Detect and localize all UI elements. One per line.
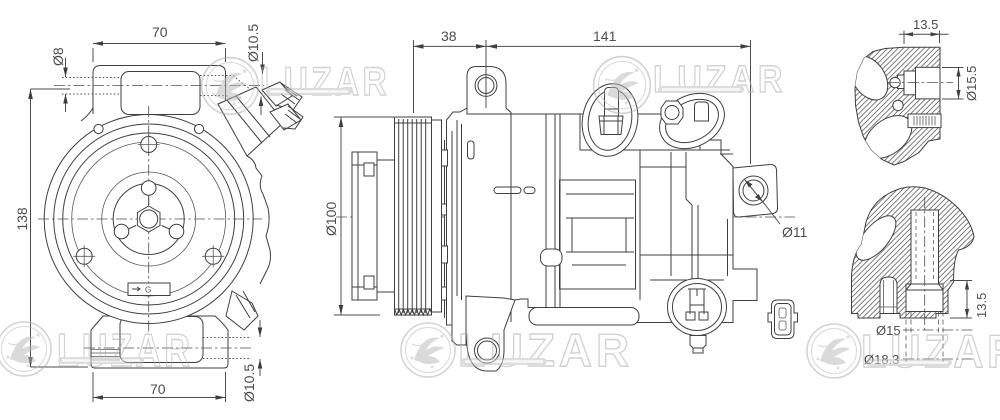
svg-text:70: 70 <box>152 24 168 40</box>
svg-text:LUZAR: LUZAR <box>861 325 1000 377</box>
svg-text:138: 138 <box>14 207 30 231</box>
svg-text:141: 141 <box>593 28 617 44</box>
svg-text:Ø100: Ø100 <box>323 202 339 236</box>
svg-text:Ø8: Ø8 <box>50 47 66 66</box>
svg-text:13.5: 13.5 <box>913 17 938 32</box>
svg-text:13.5: 13.5 <box>974 293 989 318</box>
svg-text:70: 70 <box>150 381 166 397</box>
svg-text:Ø10.5: Ø10.5 <box>245 24 261 62</box>
svg-text:Ø11: Ø11 <box>782 224 808 240</box>
svg-text:Ø15.5: Ø15.5 <box>964 66 979 101</box>
svg-text:38: 38 <box>441 28 457 44</box>
svg-text:Ø10.5: Ø10.5 <box>241 364 257 402</box>
svg-text:LUZAR: LUZAR <box>653 59 786 101</box>
svg-text:G: G <box>145 286 151 295</box>
svg-text:LUZAR: LUZAR <box>57 324 193 376</box>
svg-text:LUZAR: LUZAR <box>458 324 633 376</box>
svg-text:Ø15: Ø15 <box>876 323 901 338</box>
svg-text:LUZAR: LUZAR <box>260 60 390 104</box>
